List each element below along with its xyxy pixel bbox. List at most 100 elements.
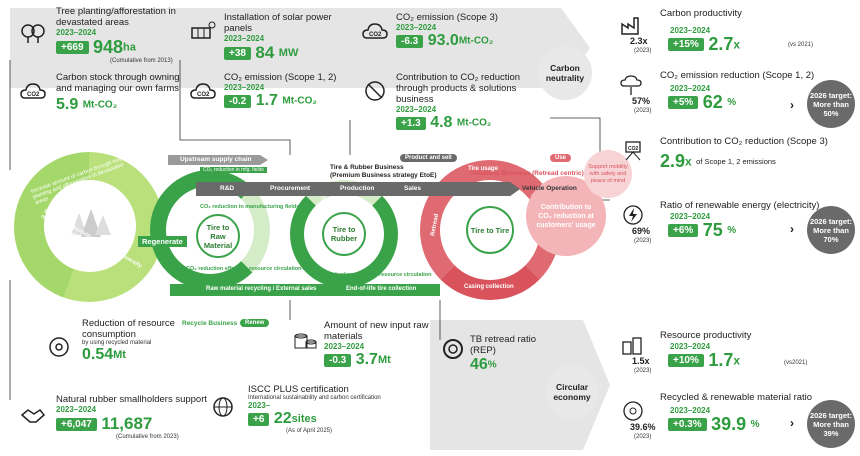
resource-unit: x — [733, 353, 741, 368]
tire-to-tire-circle: Tire to Tire — [466, 206, 514, 254]
recycled-base: 39.6 — [630, 422, 648, 432]
tree-planting-block: Tree planting/afforestation in devastate… — [20, 6, 180, 64]
contrib-block: Contribution to CO₂ reduction through pr… — [362, 72, 547, 132]
scope12-year: 2023–2024 — [224, 83, 265, 92]
renewable-target-badge: 2026 target: More than 70% — [807, 206, 855, 254]
reduction-block: Reduction of resource consumption by usi… — [46, 318, 186, 364]
tree-title: Tree planting/afforestation in devastate… — [56, 6, 176, 28]
scope12-title: CO₂ emission (Scope 1, 2) — [224, 72, 337, 83]
reduction-right-title: CO₂ emission reduction (Scope 1, 2) — [660, 70, 815, 81]
co2-down-icon — [620, 75, 642, 95]
co2-chart-icon: CO2 — [625, 141, 641, 161]
no-co2-icon — [365, 81, 385, 101]
recycle-business-label: Recycle Business — [182, 320, 238, 327]
reduction-right-value: 62 — [702, 92, 723, 112]
renewable-arrow: › — [790, 222, 794, 236]
scope3-contrib-block: CO2 Contribution to CO₂ reduction (Scope… — [620, 136, 855, 172]
productivity-base: 2.3x — [630, 36, 648, 46]
recycled-target-badge: 2026 target: More than 39% — [807, 400, 855, 448]
reduction-right-delta: +5% — [668, 96, 699, 109]
raw-year: 2023–2024 — [324, 342, 365, 351]
contrib-unit: Mt-CO₂ — [456, 117, 492, 129]
solar-delta: +38 — [224, 46, 251, 60]
renewable-delta: +6% — [668, 224, 699, 237]
iscc-year: 2023– — [248, 401, 271, 410]
recycled-title: Recycled & renewable material ratio — [660, 392, 813, 403]
iscc-value: 22 — [273, 410, 292, 427]
reduction-unit: Mt — [113, 349, 126, 361]
bottom-green-bar — [170, 284, 440, 296]
productivity-unit: x — [733, 37, 741, 52]
reduction-arrow: › — [790, 98, 794, 112]
scope3-unit: Mt-CO₂ — [458, 35, 494, 47]
step-rd: R&D — [220, 185, 235, 192]
recycled-base-year: (2023) — [634, 434, 652, 440]
contrib-value: 4.8 — [430, 114, 453, 131]
carbon-neutrality-band — [10, 8, 590, 88]
raw-delta: -0.3 — [324, 353, 352, 367]
svg-text:CO2: CO2 — [27, 92, 40, 98]
carbon-neutrality-circle: Carbon neutrality — [538, 46, 592, 100]
resource-value: 1.7 — [708, 350, 734, 370]
renewable-base-year: (2023) — [634, 238, 652, 244]
upstream-bar — [168, 155, 268, 165]
renewable-target: 2026 target: More than 70% — [809, 216, 853, 244]
factory-icon — [621, 17, 639, 35]
resource-title: Resource productivity — [660, 330, 752, 341]
step-procurement: Procurement — [270, 185, 311, 192]
resource-year: 2023–2024 — [670, 342, 711, 351]
rubber-block: Natural rubber smallholders support 2023… — [20, 394, 210, 440]
stock-title: Carbon stock through owning and managing… — [56, 72, 180, 94]
productivity-year: 2023–2024 — [670, 26, 711, 35]
recycled-delta: +0.3% — [668, 418, 707, 431]
contrib-year: 2023–2024 — [396, 105, 437, 114]
productivity-title: Carbon productivity — [660, 8, 742, 19]
reduction-value: 0.54 — [82, 346, 114, 363]
tree-year: 2023–2024 — [56, 28, 97, 37]
recycled-block: Recycled & renewable material ratio 39.6… — [620, 392, 855, 440]
co2-cloud-icon: CO2 — [20, 83, 46, 99]
reduction-sub: by using recycled material — [82, 340, 152, 346]
contribution-label: Contribution to CO₂ reduction at custome… — [536, 203, 596, 229]
rubber-year: 2023–2024 — [56, 405, 97, 414]
iscc-block: ISCC PLUS certification International su… — [210, 384, 430, 434]
tire-business-sub: (Premium Business strategy EtoE) — [330, 172, 437, 179]
retread-value: 46 — [470, 356, 488, 373]
renewable-block: Ratio of renewable energy (electricity) … — [620, 200, 855, 244]
forest-inner — [44, 180, 136, 272]
recycle-reel-icon — [49, 337, 69, 357]
iscc-note: (As of April 2025) — [286, 428, 333, 435]
tree-unit: ha — [123, 41, 136, 54]
growth-box-icon — [622, 337, 642, 355]
retread-block: TB retread ratio (REP) 46% — [440, 334, 560, 374]
recycled-year: 2023–2024 — [670, 406, 711, 415]
renewable-value: 75 — [702, 220, 723, 240]
rubber-delta: +6,047 — [56, 417, 97, 431]
casing-label: Casing collection — [464, 284, 514, 290]
tree-note: (Cumulative from 2013) — [110, 58, 173, 64]
renewable-title: Ratio of renewable energy (electricity) — [660, 200, 820, 211]
raw-recycling-label: Raw material recycling / External sales — [206, 286, 317, 292]
reduction-right-year: 2023–2024 — [670, 84, 711, 93]
coin-stack-icon — [294, 333, 317, 349]
contrib-title: Contribution to CO₂ reduction through pr… — [396, 72, 521, 105]
recycled-value: 39.9 — [711, 414, 747, 434]
renewable-unit: % — [727, 225, 737, 236]
carbon-productivity-block: Carbon productivity 2.3x (2023) 2023–202… — [620, 8, 855, 54]
value-chain-bar — [196, 182, 520, 196]
contrib-delta: +1.3 — [396, 116, 426, 130]
reduction-right-base: 57 — [632, 96, 643, 106]
svg-text:CO2: CO2 — [369, 32, 382, 38]
circular-economy-circle: Circular economy — [545, 365, 599, 419]
scope3-contrib-unit: x — [685, 154, 692, 169]
tire-usage-label: Tire usage — [468, 166, 498, 172]
scope3-contrib-title: Contribution to CO₂ reduction (Scope 3) — [660, 136, 828, 147]
co2-effect1-label: CO₂ reduction effect by resource circula… — [186, 266, 302, 272]
productivity-value: 2.7 — [708, 34, 734, 54]
iscc-unit: sites — [291, 413, 317, 425]
renewable-year: 2023–2024 — [670, 212, 711, 221]
scope3-block: CO2 CO₂ emission (Scope 3) 2023–2024 -6.… — [362, 12, 542, 50]
iscc-delta: +6 — [248, 412, 270, 426]
productivity-base-year: (2023) — [634, 48, 652, 54]
stock-unit: Mt-CO₂ — [82, 99, 118, 111]
